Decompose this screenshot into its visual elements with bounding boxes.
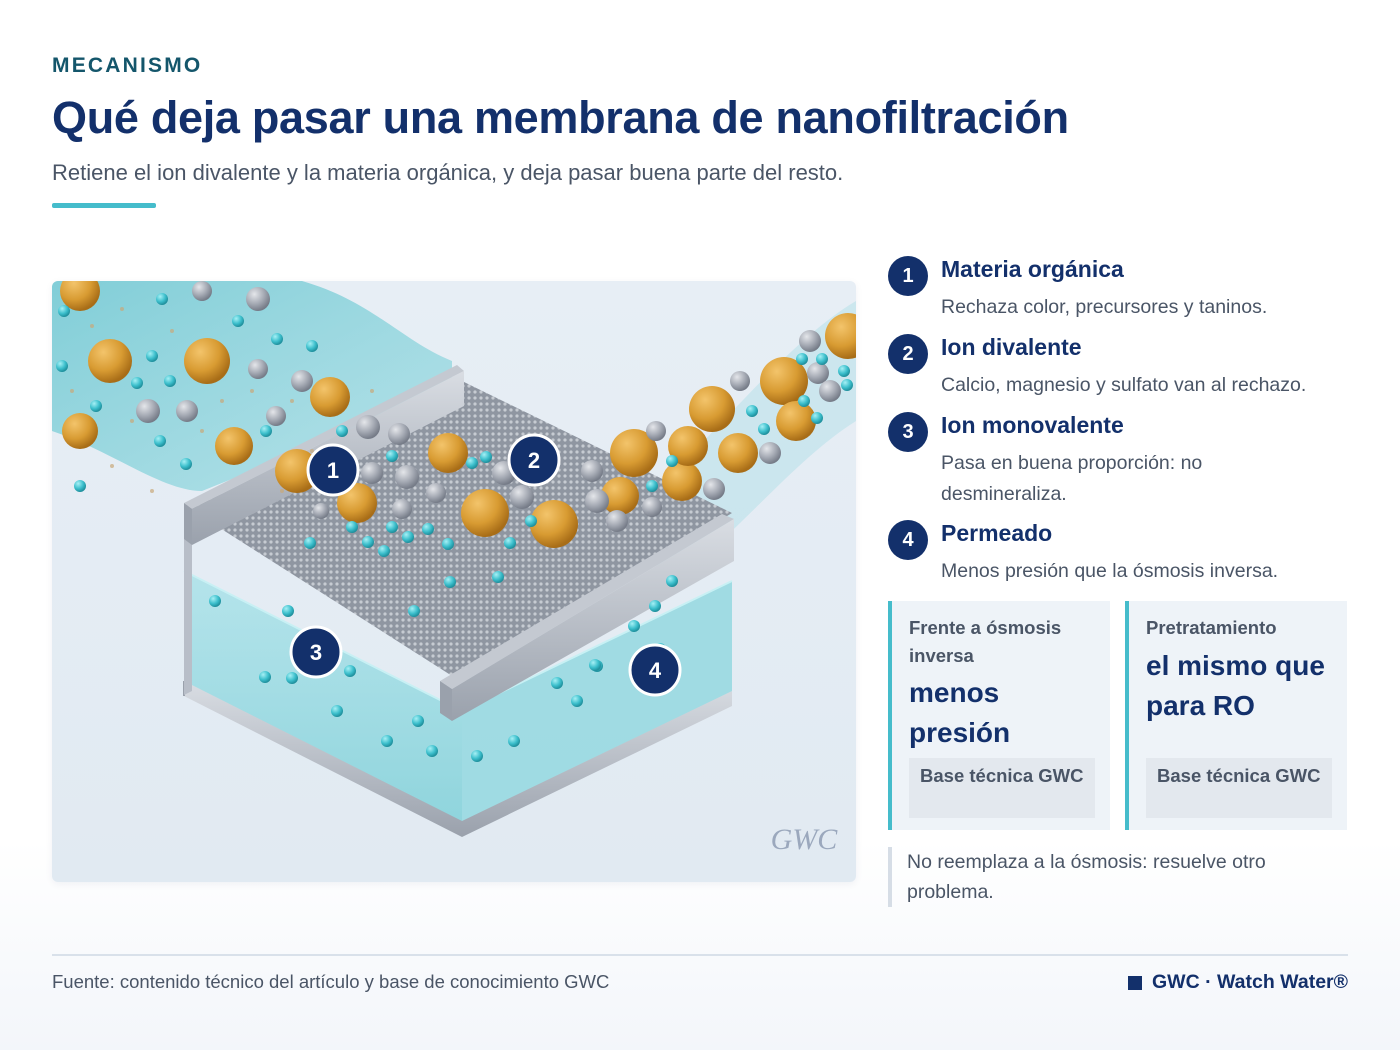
legend-badge: 2 bbox=[888, 334, 928, 374]
page-subtitle: Retiene el ion divalente y la materia or… bbox=[52, 160, 844, 185]
legend-item-description: Calcio, magnesio y sulfato van al rechaz… bbox=[941, 374, 1307, 396]
legend-badge: 3 bbox=[888, 412, 928, 452]
accent-line bbox=[52, 203, 156, 208]
stat-source: Base técnica GWC bbox=[909, 758, 1095, 818]
legend-item-title: Ion divalente bbox=[941, 334, 1082, 360]
legend-item-title: Materia orgánica bbox=[941, 256, 1124, 282]
marker-2: 2 bbox=[507, 433, 561, 487]
membrane-diagram: 1 2 3 4 GWC bbox=[52, 281, 856, 856]
stat-card-pressure: Frente a ósmosis inversa menos presión B… bbox=[888, 601, 1110, 830]
svg-text:1: 1 bbox=[327, 458, 339, 483]
legend-item-description: Rechaza color, precursores y taninos. bbox=[941, 296, 1268, 318]
stat-label: Frente a ósmosis inversa bbox=[909, 617, 1062, 666]
legend-item-description: Menos presión que la ósmosis inversa. bbox=[941, 560, 1279, 582]
legend-badge: 1 bbox=[888, 256, 928, 296]
legend-item-title: Ion monovalente bbox=[941, 412, 1124, 438]
stat-card-pretreatment: Pretratamiento el mismo que para RO Base… bbox=[1125, 601, 1347, 830]
stat-value: menos presión bbox=[909, 677, 1011, 748]
svg-text:4: 4 bbox=[649, 658, 662, 683]
legend-badge: 4 bbox=[888, 520, 928, 560]
eyebrow: MECANISMO bbox=[52, 54, 203, 77]
footer-source: Fuente: contenido técnico del artículo y… bbox=[52, 971, 610, 992]
svg-text:3: 3 bbox=[310, 640, 322, 665]
marker-1: 1 bbox=[306, 443, 360, 497]
svg-text:2: 2 bbox=[528, 448, 540, 473]
gwc-watermark: GWC bbox=[771, 823, 839, 856]
note: No reemplaza a la ósmosis: resuelve otro… bbox=[888, 847, 1348, 907]
stat-source: Base técnica GWC bbox=[1146, 758, 1332, 818]
legend-item-description: Pasa en buena proporción: no desminerali… bbox=[941, 452, 1203, 505]
brand-label: GWC · Watch Water® bbox=[1152, 971, 1348, 993]
brand-square-icon bbox=[1128, 975, 1142, 990]
marker-4: 4 bbox=[628, 643, 682, 697]
marker-3: 3 bbox=[289, 625, 343, 679]
particles bbox=[56, 281, 856, 762]
legend-item-title: Permeado bbox=[941, 520, 1053, 546]
brand: GWC · Watch Water® bbox=[1128, 971, 1348, 994]
stat-label: Pretratamiento bbox=[1146, 617, 1277, 638]
stat-value: el mismo que para RO bbox=[1146, 650, 1325, 721]
page-title: Qué deja pasar una membrana de nanofiltr… bbox=[52, 92, 1069, 143]
membrane-illustration: 1 2 3 4 GWC bbox=[52, 281, 856, 882]
footer-divider bbox=[52, 954, 1348, 956]
